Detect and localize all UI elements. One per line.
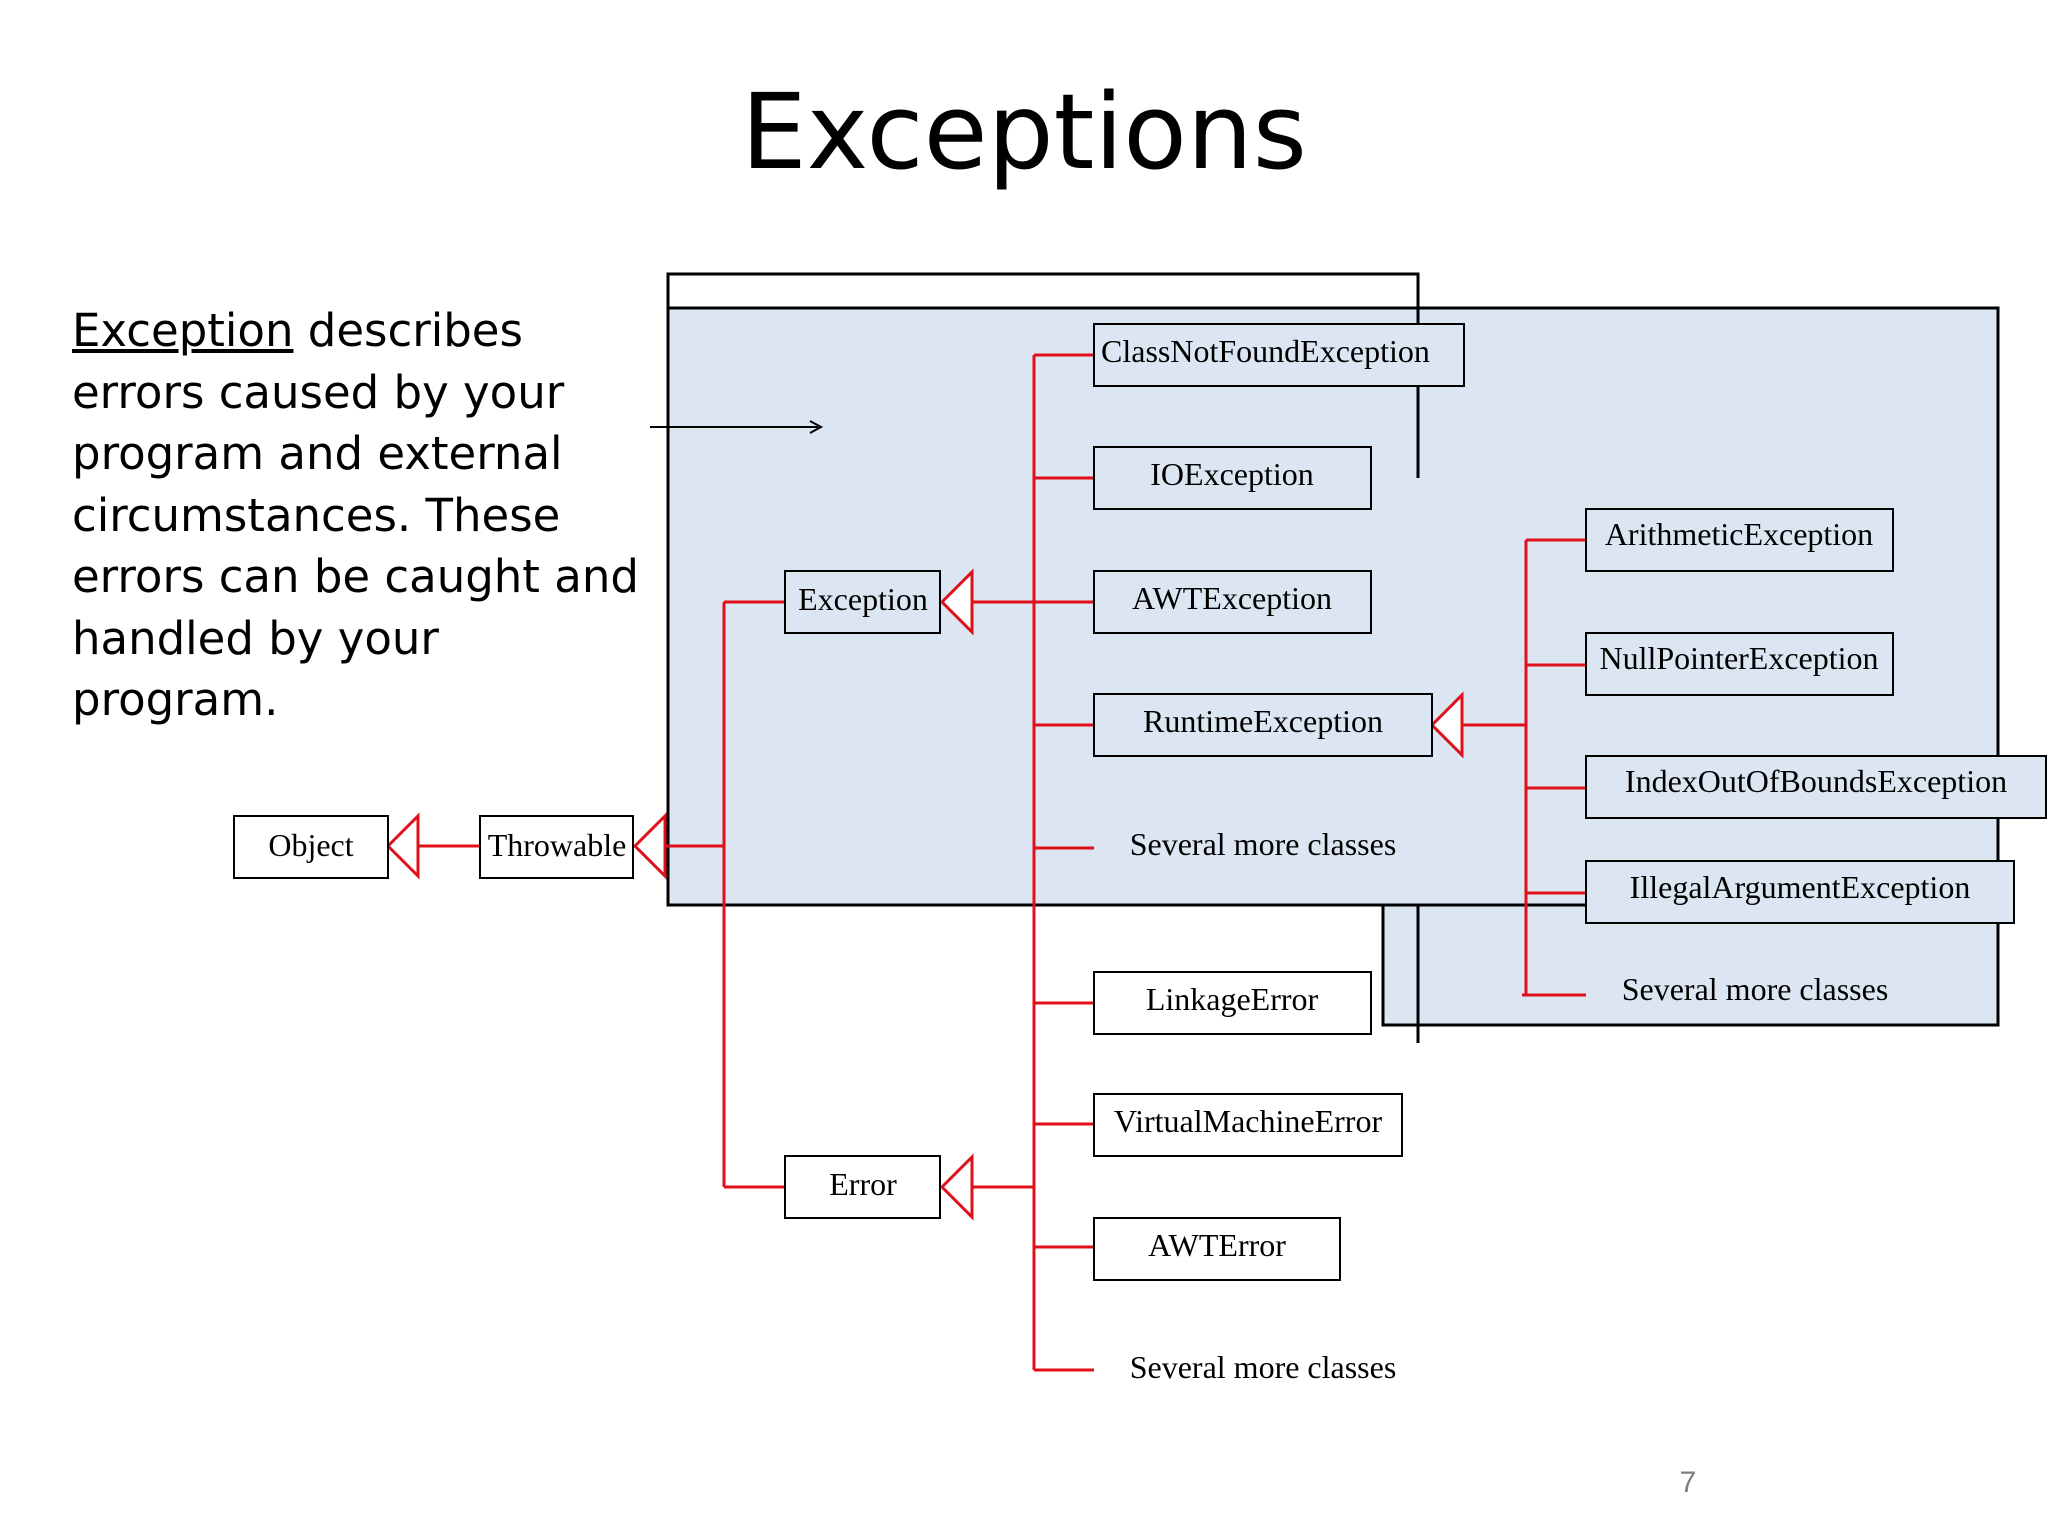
illegalargument-label: IllegalArgumentException bbox=[1630, 869, 1971, 905]
ioexception-label: IOException bbox=[1150, 456, 1314, 492]
runtimeexception-label: RuntimeException bbox=[1143, 703, 1383, 739]
awterror-label: AWTError bbox=[1148, 1227, 1286, 1263]
error-inheritance-arrow bbox=[939, 1153, 974, 1221]
inheritance-arrowheads bbox=[385, 568, 1464, 1221]
error-label: Error bbox=[829, 1166, 897, 1202]
awtexception-label: AWTException bbox=[1132, 580, 1332, 616]
several-more-exceptions-label: Several more classes bbox=[1130, 826, 1397, 862]
runtime-inheritance-arrow bbox=[1429, 691, 1464, 759]
virtualmachineerror-label: VirtualMachineError bbox=[1114, 1103, 1383, 1139]
classnotfound-box bbox=[1093, 323, 1465, 387]
awterror-box bbox=[1093, 1217, 1341, 1281]
arithmetic-box bbox=[1585, 508, 1894, 572]
runtimeexception-box bbox=[1093, 693, 1433, 757]
description-body: describes errors caused by your program … bbox=[72, 304, 639, 726]
page-title: Exceptions bbox=[740, 71, 1307, 193]
nullpointer-box bbox=[1585, 632, 1894, 696]
description-text: Exception describes errors caused by you… bbox=[72, 300, 652, 731]
page-number: 7 bbox=[1679, 1466, 1697, 1499]
throwable-inheritance-arrow bbox=[632, 812, 667, 880]
virtualmachineerror-box bbox=[1093, 1093, 1403, 1157]
object-label: Object bbox=[268, 827, 353, 863]
nullpointer-label: NullPointerException bbox=[1599, 640, 1878, 676]
ioexception-box bbox=[1093, 446, 1372, 510]
several-more-runtime-label: Several more classes bbox=[1622, 971, 1889, 1007]
runtime-highlight-region bbox=[1381, 903, 2000, 1027]
pointer-arrowhead bbox=[809, 420, 824, 434]
exception-inheritance-arrow bbox=[939, 568, 974, 636]
throwable-box bbox=[479, 815, 634, 879]
linkageerror-box bbox=[1093, 971, 1372, 1035]
arithmetic-label: ArithmeticException bbox=[1605, 516, 1873, 552]
classnotfound-label: ClassNotFoundException bbox=[1101, 333, 1430, 369]
object-box bbox=[233, 815, 389, 879]
exception-keyword: Exception bbox=[72, 304, 294, 357]
indexoutofbounds-label: IndexOutOfBoundsException bbox=[1625, 763, 2007, 799]
throwable-label: Throwable bbox=[488, 827, 627, 863]
error-box bbox=[784, 1155, 941, 1219]
exception-label: Exception bbox=[798, 581, 928, 617]
awtexception-box bbox=[1093, 570, 1372, 634]
indexoutofbounds-box bbox=[1585, 755, 2047, 819]
illegalargument-box bbox=[1585, 860, 2015, 924]
several-more-errors-label: Several more classes bbox=[1130, 1349, 1397, 1385]
exception-box bbox=[784, 570, 941, 634]
object-inheritance-arrow bbox=[385, 812, 420, 880]
linkageerror-label: LinkageError bbox=[1146, 981, 1319, 1017]
